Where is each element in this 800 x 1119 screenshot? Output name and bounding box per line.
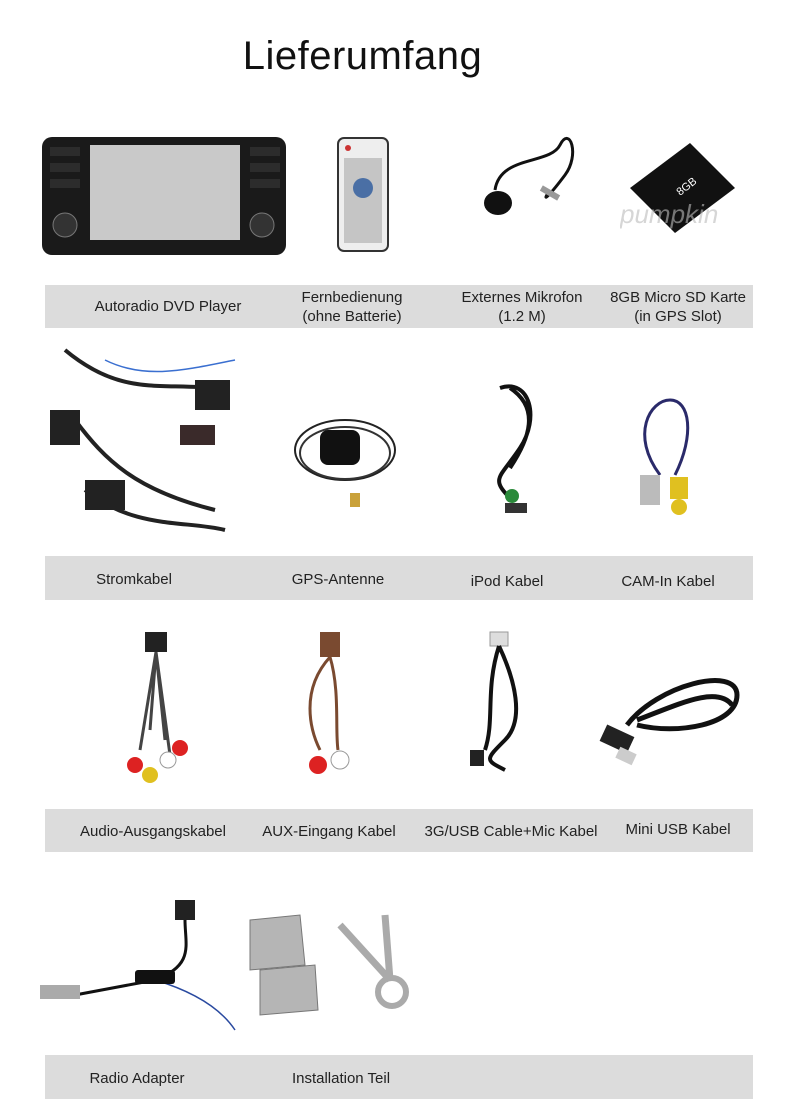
item-label: Radio Adapter <box>89 1070 185 1087</box>
aux-input-cable-image <box>308 632 350 774</box>
power-cable-image <box>50 348 236 532</box>
watermark: pumpkin <box>620 199 718 229</box>
usb-mic-cable-image <box>470 631 519 772</box>
item-label: Autoradio DVD Player <box>94 298 242 315</box>
item-label: GPS-Antenne <box>291 571 385 588</box>
page-title: Lieferumfang <box>242 34 483 78</box>
item-label-main: 8GB Micro SD Karte <box>610 289 746 306</box>
item-label: 8GB Micro SD Karte (in GPS Slot) <box>610 288 746 326</box>
item-label-main: Externes Mikrofon <box>461 289 583 306</box>
audio-output-cable-image <box>127 632 188 783</box>
item-label: CAM-In Kabel <box>621 573 715 590</box>
item-label: iPod Kabel <box>470 573 544 590</box>
item-label-sub: (1.2 M) <box>498 308 546 325</box>
item-label: AUX-Eingang Kabel <box>262 823 396 840</box>
item-label: 3G/USB Cable+Mic Kabel <box>424 823 598 840</box>
radio-adapter-image <box>40 900 236 1031</box>
microphone-image <box>484 136 575 215</box>
remote-control-image <box>337 137 389 252</box>
gps-antenna-image <box>294 419 396 507</box>
item-label: Externes Mikrofon (1.2 M) <box>462 288 583 326</box>
label-bar-row-2 <box>45 556 753 600</box>
car-radio-image <box>42 137 286 255</box>
ipod-cable-image <box>497 384 533 513</box>
mini-usb-cable-image <box>599 678 740 766</box>
item-label-main: Fernbedienung <box>301 289 403 306</box>
item-label-sub: (ohne Batterie) <box>302 308 402 325</box>
item-label-sub: (in GPS Slot) <box>634 308 722 325</box>
item-label: Fernbedienung (ohne Batterie) <box>302 288 403 326</box>
item-label: Stromkabel <box>96 571 172 588</box>
installation-parts-image <box>249 914 409 1016</box>
label-bar-row-4 <box>45 1055 753 1099</box>
label-bar-row-3 <box>45 809 753 852</box>
sd-card-image: 8GB pumpkin <box>620 143 735 233</box>
item-label: Installation Teil <box>291 1070 391 1087</box>
label-bar-row-1 <box>45 285 753 328</box>
camera-in-cable-image <box>640 398 690 515</box>
item-label: Audio-Ausgangskabel <box>80 823 226 840</box>
item-label: Mini USB Kabel <box>625 821 731 838</box>
